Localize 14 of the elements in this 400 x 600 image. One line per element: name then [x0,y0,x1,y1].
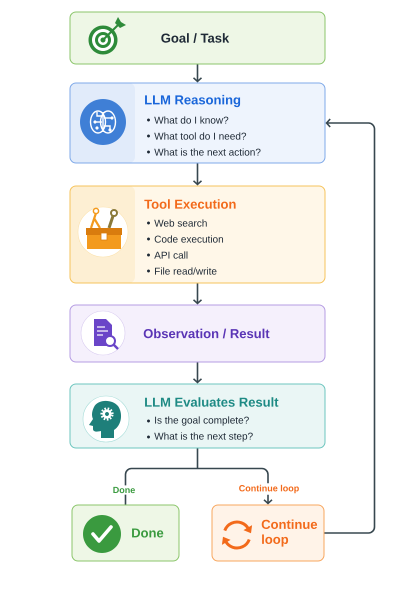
process-box: LLM Reasoning What do I know? What tool do I need? What is the next action? [70,82,326,164]
process-box: Continue loop [212,504,324,562]
connector-line [196,448,198,468]
arrow [192,284,202,304]
process-box: Tool Execution Web search Code execution API call File read/write [70,186,326,284]
arrow [192,64,202,82]
arrow [192,164,202,186]
process-box: Goal / Task [70,12,326,64]
arrow [324,118,376,534]
arrow [192,362,202,384]
edge-label: Continue loop [237,483,301,495]
edge-label: Done [111,485,137,495]
process-box: LLM Evaluates Result Is the goal complete? What is the next step? [70,384,326,448]
arrow [198,468,273,504]
